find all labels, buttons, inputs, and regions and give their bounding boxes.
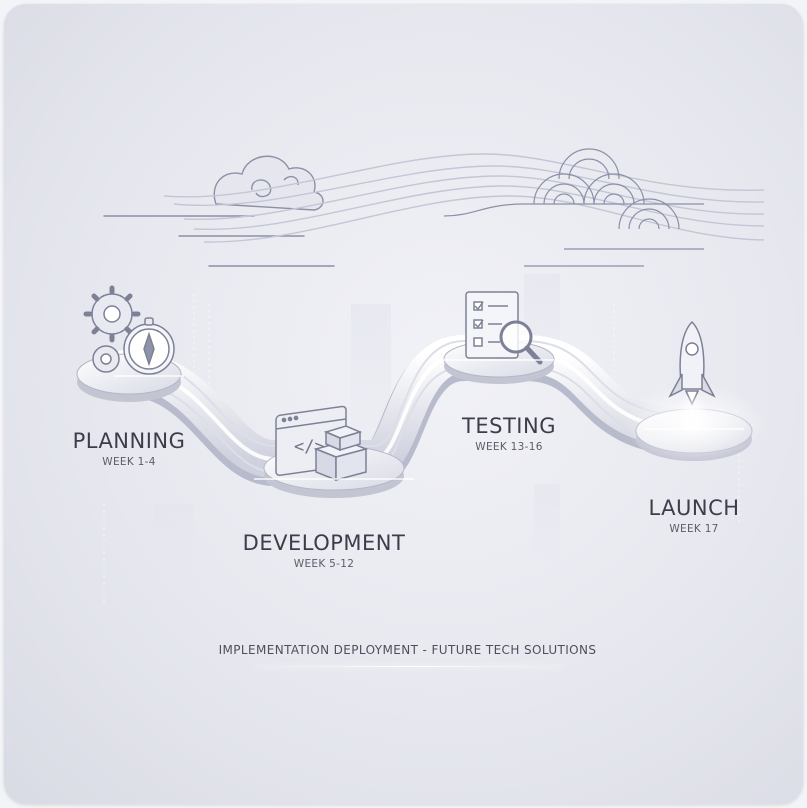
stage-week: WEEK 17 — [669, 523, 719, 535]
stage-launch: LAUNCH WEEK 17 — [629, 496, 759, 535]
gears-compass-icon — [83, 285, 175, 375]
roadmap-scene: </> — [76, 148, 765, 604]
stage-title: TESTING — [462, 414, 556, 438]
wave-pattern-ornament — [443, 148, 704, 267]
stage-title: DEVELOPMENT — [242, 531, 406, 555]
footer-caption: IMPLEMENTATION DEPLOYMENT - FUTURE TECH … — [218, 643, 597, 657]
checklist-magnifier-icon — [465, 291, 543, 365]
timeline-path — [102, 335, 716, 486]
stage-week: WEEK 5-12 — [293, 558, 355, 570]
footer-glow-line — [254, 666, 564, 667]
stage-planning: PLANNING WEEK 1-4 — [64, 429, 194, 468]
stage-testing: TESTING WEEK 13-16 — [444, 414, 574, 453]
background-pillars — [103, 274, 740, 604]
light-streaks — [114, 359, 744, 480]
rocket-icon — [668, 320, 716, 436]
stage-title: PLANNING — [72, 429, 186, 453]
stage-title: LAUNCH — [648, 496, 740, 520]
stage-development: DEVELOPMENT WEEK 5-12 — [229, 531, 419, 570]
stage-week: WEEK 13-16 — [475, 441, 543, 453]
cloud-ornament — [103, 153, 765, 267]
stage-week: WEEK 1-4 — [102, 456, 156, 468]
timeline-card: </> — [4, 4, 803, 804]
code-window-blocks-icon: </> — [275, 405, 369, 482]
